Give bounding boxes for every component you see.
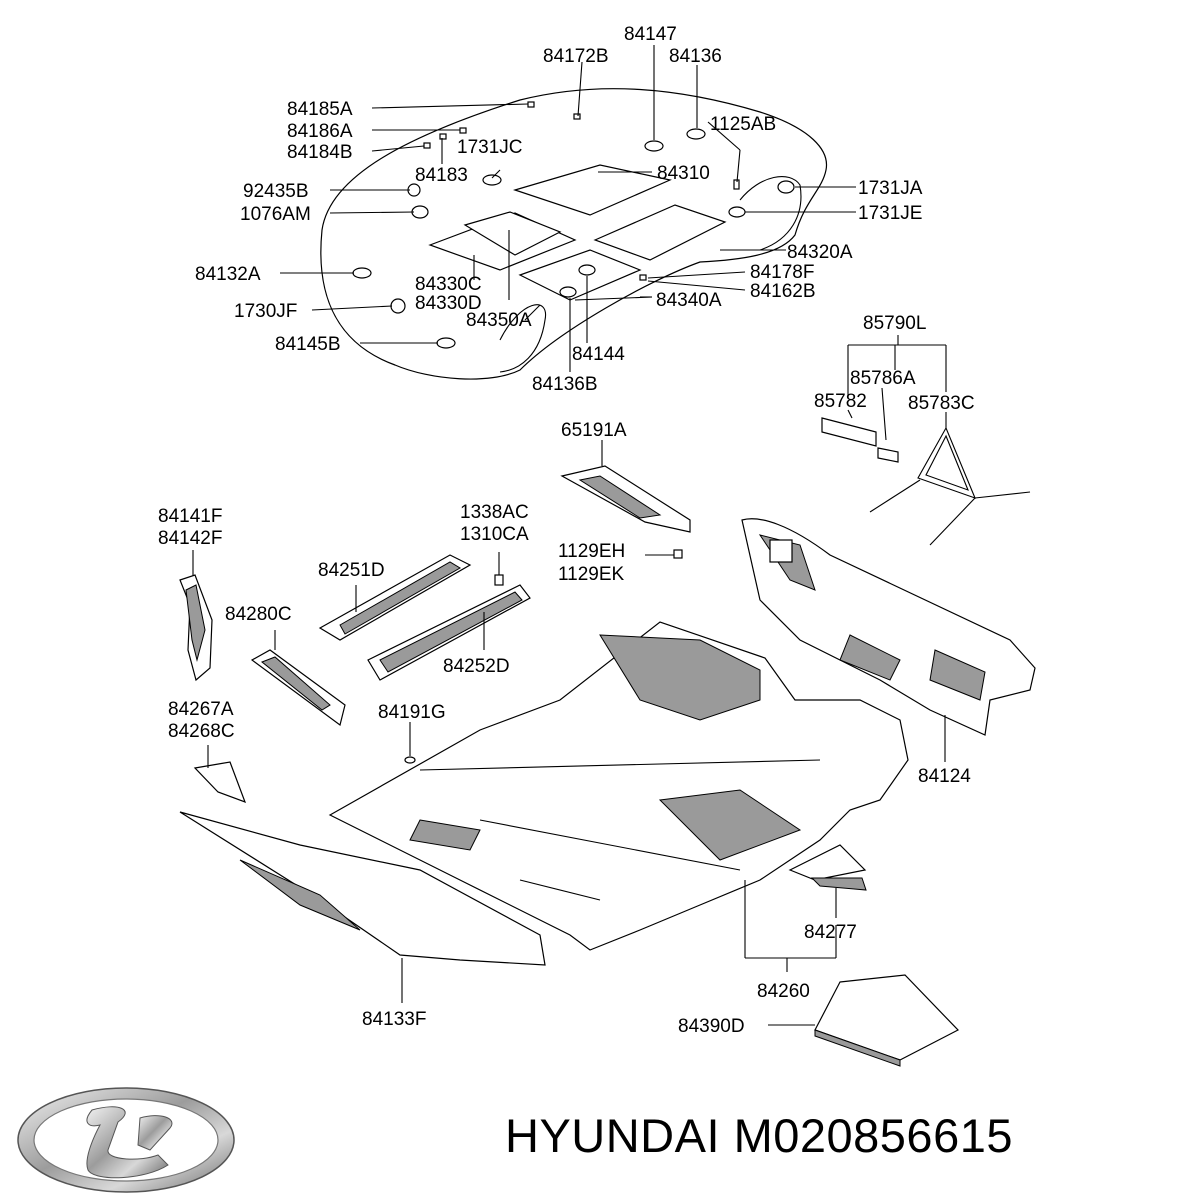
callout-label: 84172B xyxy=(543,46,609,67)
callout-label: 84142F xyxy=(158,528,222,549)
callout-label: 84133F xyxy=(362,1009,426,1030)
callout-label: 84136B xyxy=(532,374,598,395)
callout-label: 84320A xyxy=(787,242,853,263)
callout-label: 84178F xyxy=(750,262,814,283)
callout-label: 84183 xyxy=(415,165,468,186)
callout-label: 84251D xyxy=(318,560,385,581)
crossmember-65191a xyxy=(560,440,691,559)
hyundai-logo xyxy=(17,1087,235,1193)
callout-label: 1076AM xyxy=(240,204,311,225)
callout-label: 1338AC xyxy=(460,502,529,523)
callout-label: 1310CA xyxy=(460,524,529,545)
callout-label: 84147 xyxy=(624,24,677,45)
callout-label: 1730JF xyxy=(234,301,297,322)
part-number-title: HYUNDAI M020856615 xyxy=(505,1109,1013,1162)
floor-carpet xyxy=(328,621,909,972)
callout-label: 84350A xyxy=(466,310,532,331)
callout-label: 84136 xyxy=(669,46,722,67)
callout-label: 84186A xyxy=(287,121,353,142)
callout-label: 1129EK xyxy=(558,564,625,585)
callout-label: 84184B xyxy=(287,142,353,163)
callout-label: 85786A xyxy=(850,368,916,389)
callout-label: 85782 xyxy=(814,391,867,412)
callout-label: 84132A xyxy=(195,264,261,285)
callout-label: 84252D xyxy=(443,656,510,677)
top-leader-lines xyxy=(280,45,856,372)
callout-label: 84141F xyxy=(158,506,222,527)
front-mat-84133f xyxy=(179,811,546,1003)
callout-label: 92435B xyxy=(243,181,309,202)
callout-label: 1731JC xyxy=(457,137,523,158)
callout-label: 84144 xyxy=(572,344,625,365)
callout-label: 84330D xyxy=(415,293,482,314)
left-brackets xyxy=(179,550,531,804)
callout-label: 84145B xyxy=(275,334,341,355)
callout-labels: 84147 84172B 84136 84185A 1125AB 84186A … xyxy=(158,24,975,1037)
warning-triangle-kit xyxy=(821,335,1031,546)
callout-label: 84162B xyxy=(750,281,816,302)
callout-label: 84310 xyxy=(657,163,710,184)
footrest-84390d xyxy=(768,974,959,1067)
callout-label: 85783C xyxy=(908,393,975,414)
callout-label: 84268C xyxy=(168,721,235,742)
callout-label: 84330C xyxy=(415,274,482,295)
callout-label: 1731JA xyxy=(858,178,923,199)
callout-label: 84260 xyxy=(757,981,810,1002)
dash-insulator-84124 xyxy=(741,518,1036,762)
callout-label: 85790L xyxy=(863,313,926,334)
callout-label: 1731JE xyxy=(858,203,922,224)
callout-label: 1125AB xyxy=(710,114,776,135)
callout-label: 84277 xyxy=(804,922,857,943)
callout-label: 84340A xyxy=(656,290,722,311)
callout-label: 84267A xyxy=(168,699,234,720)
callout-label: 84280C xyxy=(225,604,292,625)
callout-label: 84390D xyxy=(678,1016,745,1037)
callout-label: 65191A xyxy=(561,420,627,441)
callout-label: 84185A xyxy=(287,99,353,120)
callout-label: 84124 xyxy=(918,766,971,787)
callout-label: 84191G xyxy=(378,702,446,723)
car-body-outline xyxy=(320,88,828,380)
callout-label: 1129EH xyxy=(558,541,625,562)
